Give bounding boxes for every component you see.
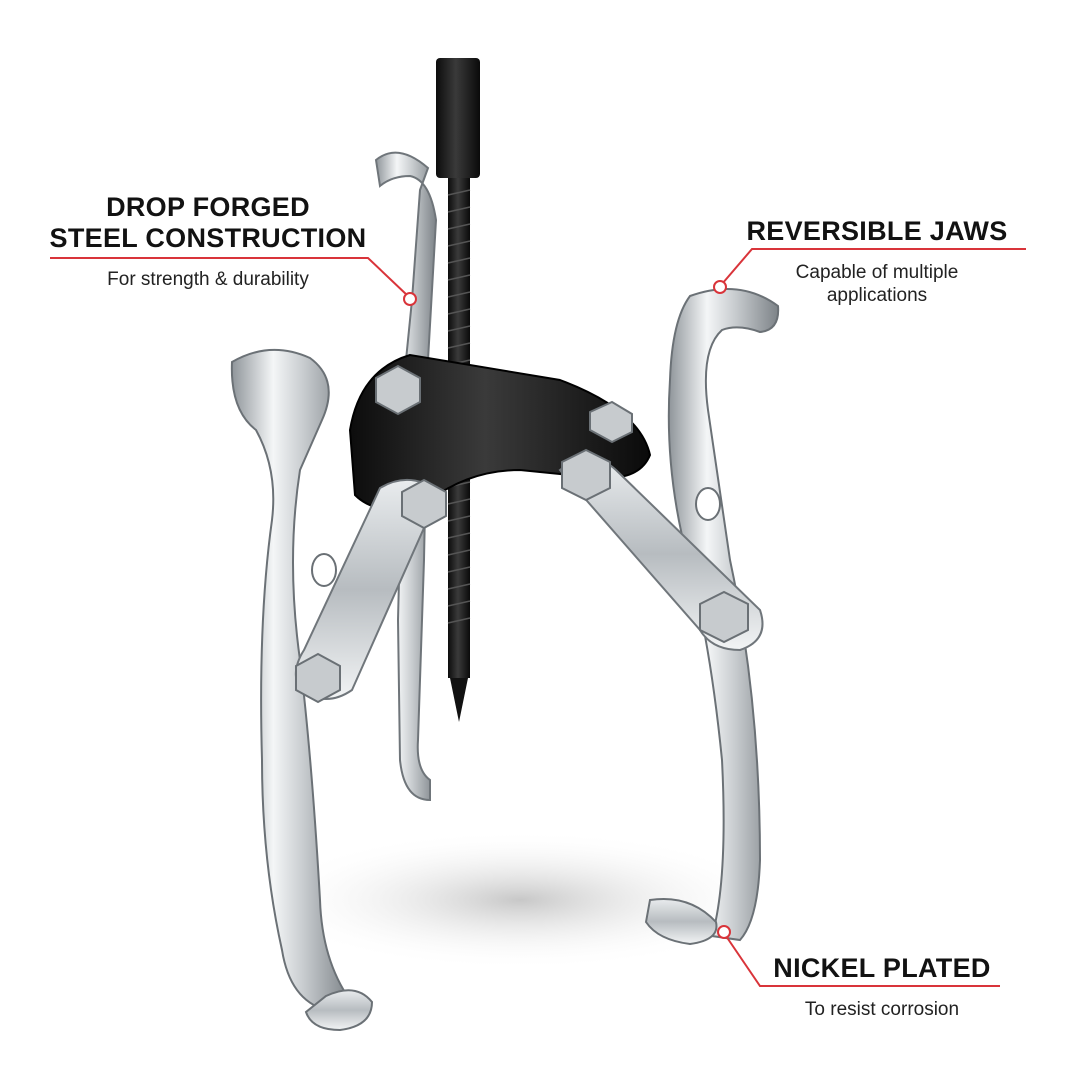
left-jaw — [230, 349, 374, 1032]
callout-title-line1: DROP FORGED — [106, 192, 310, 222]
callout-title-line2: STEEL CONSTRUCTION — [49, 223, 367, 253]
callout-reversible-jaws: REVERSIBLE JAWS Capable of multiple appl… — [722, 216, 1032, 307]
callout-subtitle-line2: applications — [826, 285, 928, 306]
callout-drop-forged: DROP FORGED STEEL CONSTRUCTION For stren… — [48, 192, 368, 291]
callout-title: NICKEL PLATED — [773, 953, 991, 983]
callout-nickel-plated: NICKEL PLATED To resist corrosion — [736, 953, 1028, 1021]
callout-subtitle: For strength & durability — [107, 269, 309, 290]
floor-shadow — [260, 830, 780, 970]
callout-subtitle-line1: Capable of multiple — [795, 262, 959, 283]
callout-subtitle: To resist corrosion — [804, 999, 960, 1020]
bolt-holes — [311, 487, 721, 587]
callout-title: REVERSIBLE JAWS — [746, 216, 1008, 246]
bolts — [295, 364, 749, 704]
